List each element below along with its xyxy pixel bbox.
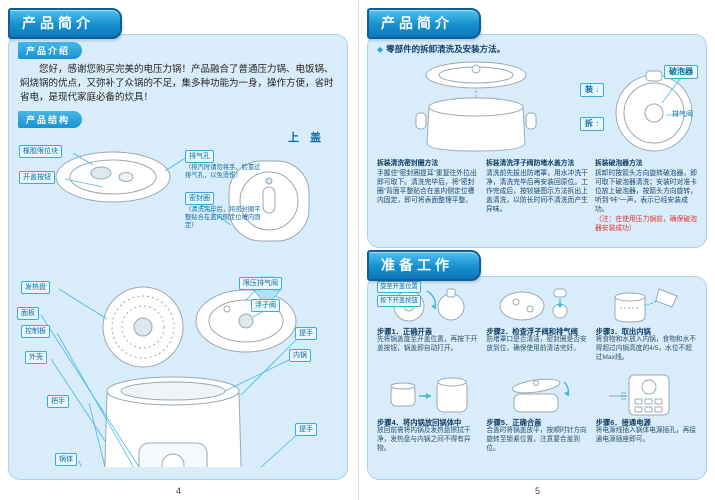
method-col-float-valve: 拆装清洗浮子阀防堵水盖方法 清洗前先拔出防堵罩，用水冲洗干净，清洗完毕后再安装回…	[486, 160, 588, 234]
check-valves-drawing	[499, 288, 568, 321]
step6-illustration	[596, 372, 697, 418]
note-exhaust-text: （排汽时请勿将手、脸靠近排气孔，以免烫伤）	[185, 164, 261, 179]
bubble-breaker-illustration	[615, 70, 693, 152]
fill-pot-drawing	[614, 288, 679, 323]
caption-press-button: 按下开盖按钮	[377, 295, 421, 307]
cleaning-panel: ◆零部件的拆卸清洗及安装方法。 装 ↓ 拆 ↑	[367, 34, 707, 248]
exhaust-valve-label: 排气阀	[672, 111, 693, 118]
step-4: 步骤4．将内锅放回锅体中 放回前需将内锅及发热盘擦拭干净，发热盘与内锅之间不得有…	[377, 372, 478, 461]
part-label-handle-right: 提手	[295, 327, 317, 340]
part-label-handle-lower: 提手	[295, 423, 317, 436]
page-number-right: 5	[534, 486, 541, 496]
structure-diagram: 上 盖 橡胶限位块 开盖按钮 发热盘 面板 控制板 外壳 把手 锅体 限压排气阀…	[13, 131, 343, 475]
step5-illustration	[486, 372, 587, 418]
step3-illustration	[596, 281, 697, 327]
diamond-bullet-icon: ◆	[377, 45, 384, 54]
remove-label: 拆	[585, 119, 593, 128]
bubble-breaker-tag: 破泡器	[664, 65, 698, 79]
step4-illustration	[377, 372, 478, 418]
close-lid-drawing	[511, 378, 570, 413]
step-title: 步骤3．取出内锅	[595, 327, 651, 336]
insert-pot-drawing	[390, 377, 468, 413]
page-number-left: 4	[175, 486, 182, 496]
power-on-drawing	[609, 374, 670, 416]
section-product-intro: 产品介绍	[18, 42, 83, 59]
part-label-handle-body: 把手	[47, 395, 69, 408]
step-body: 放回前需将内锅及发热盘擦拭干净，发热盘与内锅之间不得有异物。	[377, 427, 471, 452]
lid-removal-illustration	[415, 61, 537, 152]
part-label-heating-plate: 发热盘	[21, 281, 50, 294]
install-tag: 装 ↓	[580, 83, 605, 97]
step2-illustration	[486, 281, 587, 327]
step-2: 步骤2．检查浮子阀和排气阀 防堵罩口是否清洁，密封圈是否安放到位，确保使用前清洁…	[486, 281, 587, 370]
step-6: 步骤6．接通电源 将电源线插入锅体电源插孔，再接通电源插座即可。	[596, 372, 697, 461]
section-product-structure: 产品结构	[18, 111, 83, 129]
cooker-exploded-illustration	[40, 151, 310, 467]
prep-header-ribbon: 准备工作	[367, 250, 481, 281]
method-col-bubble-breaker: 拆装破泡器方法 拆卸时按箭头方向旋转破泡器，即可取下破泡器清洗；安装时对准卡位放…	[595, 160, 697, 234]
page-right: 产品简介 ◆零部件的拆卸清洗及安装方法。	[358, 0, 715, 500]
step-body: 将电源线插入锅体电源插孔，再接通电源插座即可。	[595, 427, 696, 443]
step-body: 将食物和水放入内锅，食物和水不得超过内锅高度的4/5，水位不超过Max线。	[595, 336, 696, 361]
step-title: 步骤5．正确合盖	[486, 418, 542, 427]
part-label-control-board: 控制板	[21, 325, 50, 338]
cleaning-bullet-text: 零部件的拆卸清洗及安装方法。	[386, 44, 506, 54]
method-title: 拆装清洗浮子阀防堵水盖方法	[486, 160, 575, 167]
step-title: 步骤1．正确开盖	[377, 327, 433, 336]
prep-steps: 旋至开盖位置 按下开盖按钮 步骤1．正确开盖	[368, 277, 706, 467]
left-header-ribbon: 产品简介	[8, 8, 122, 39]
step-5: 步骤5．正确合盖 合盖时将锅盖放平，按顺时针方向旋转至锁紧位置，注意要合盖到位。	[486, 372, 587, 461]
part-label-float-valve: 浮子阀	[251, 299, 280, 312]
note-exhaust-caption: 排气孔	[185, 150, 214, 163]
arrow-up-icon: ↑	[595, 119, 600, 128]
part-label-housing: 外壳	[25, 351, 47, 364]
part-label-rubber-stop: 橡胶限位块	[19, 145, 62, 158]
top-cover-label: 上 盖	[287, 132, 325, 144]
note-exhaust-hole: 排气孔 （排汽时请勿将手、脸靠近排气孔，以免烫伤）	[185, 145, 261, 180]
method-columns: 拆装清洗密封圈方法 手握住“密封圈提耳”重复往外拉出即可取下。清洗完毕后，将“密…	[377, 160, 697, 234]
part-label-pot-body: 锅体	[55, 453, 77, 466]
method-body: 手握住“密封圈提耳”重复往外拉出即可取下。清洗完毕后，将“密封圈”背面平整贴合在…	[377, 169, 477, 204]
install-label: 装	[585, 85, 593, 94]
method-title: 拆装清洗密封圈方法	[377, 160, 439, 167]
step-title: 步骤4．将内锅放回锅体中	[377, 418, 462, 427]
note-seal-text: （清洗完毕后，将密封圈平整贴合在盖内侧定位槽内固定）	[185, 206, 261, 229]
part-label-inner-pot: 内锅	[289, 349, 311, 362]
method-title: 拆装破泡器方法	[595, 160, 643, 167]
remove-tag: 拆 ↑	[580, 117, 605, 131]
part-label-pressure-valve: 限压排气阀	[239, 277, 282, 290]
step-body: 先将锅盖旋至开盖位置，再按下开盖按钮，锅盖即自动打开。	[377, 336, 478, 352]
part-label-panel: 面板	[17, 307, 39, 320]
step-body: 合盖时将锅盖放平，按顺时针方向旋转至锁紧位置，注意要合盖到位。	[486, 427, 587, 452]
left-content-panel: 产品介绍 您好，感谢您购买完美的电压力锅！产品融合了普通压力锅、电饭锅、焖烧锅的…	[8, 34, 348, 480]
method-warning-note: （注：在使用压力锅前，确保破泡器安装成功）	[595, 215, 697, 232]
note-seal-ring: 密封圈 （清洗完毕后，将密封圈平整贴合在盖内侧定位槽内固定）	[185, 187, 261, 230]
cleaning-illustrations: 装 ↓ 拆 ↑ 破泡器 排气阀	[372, 57, 702, 157]
part-label-open-button: 开盖按钮	[19, 171, 55, 184]
prep-panel: 旋至开盖位置 按下开盖按钮 步骤1．正确开盖	[367, 276, 707, 480]
note-seal-caption: 密封圈	[185, 192, 214, 205]
arrow-down-icon: ↓	[595, 85, 600, 94]
method-col-seal: 拆装清洗密封圈方法 手握住“密封圈提耳”重复往外拉出即可取下。清洗完毕后，将“密…	[377, 160, 479, 234]
step-3: 步骤3．取出内锅 将食物和水放入内锅，食物和水不得超过内锅高度的4/5，水位不超…	[596, 281, 697, 370]
cleaning-bullet-line: ◆零部件的拆卸清洗及安装方法。	[377, 43, 697, 55]
caption-rotate-open: 旋至开盖位置	[377, 281, 421, 293]
right-header-ribbon: 产品简介	[367, 8, 481, 39]
method-body: 拆卸时按箭头方向旋转破泡器，即可取下破泡器清洗；安装时对准卡位放上破泡器，按箭头…	[595, 169, 697, 213]
step-title: 步骤2．检查浮子阀和排气阀	[486, 327, 578, 336]
method-body: 清洗前先拔出防堵罩，用水冲洗干净，清洗完毕后再安装回原位。工作完成后，按铰链图示…	[486, 169, 588, 213]
intro-paragraph: 您好，感谢您购买完美的电压力锅！产品融合了普通压力锅、电饭锅、焖烧锅的优点，又弥…	[20, 64, 334, 103]
step-title: 步骤6．接通电源	[595, 418, 651, 427]
step-body: 防堵罩口是否清洁，密封圈是否安放到位，确保使用前清洁完好。	[486, 336, 587, 352]
step1-captions: 旋至开盖位置 按下开盖按钮	[377, 281, 421, 309]
page-left: 产品简介 产品介绍 您好，感谢您购买完美的电压力锅！产品融合了普通压力锅、电饭锅…	[0, 0, 357, 500]
step-1: 旋至开盖位置 按下开盖按钮 步骤1．正确开盖	[377, 281, 478, 370]
